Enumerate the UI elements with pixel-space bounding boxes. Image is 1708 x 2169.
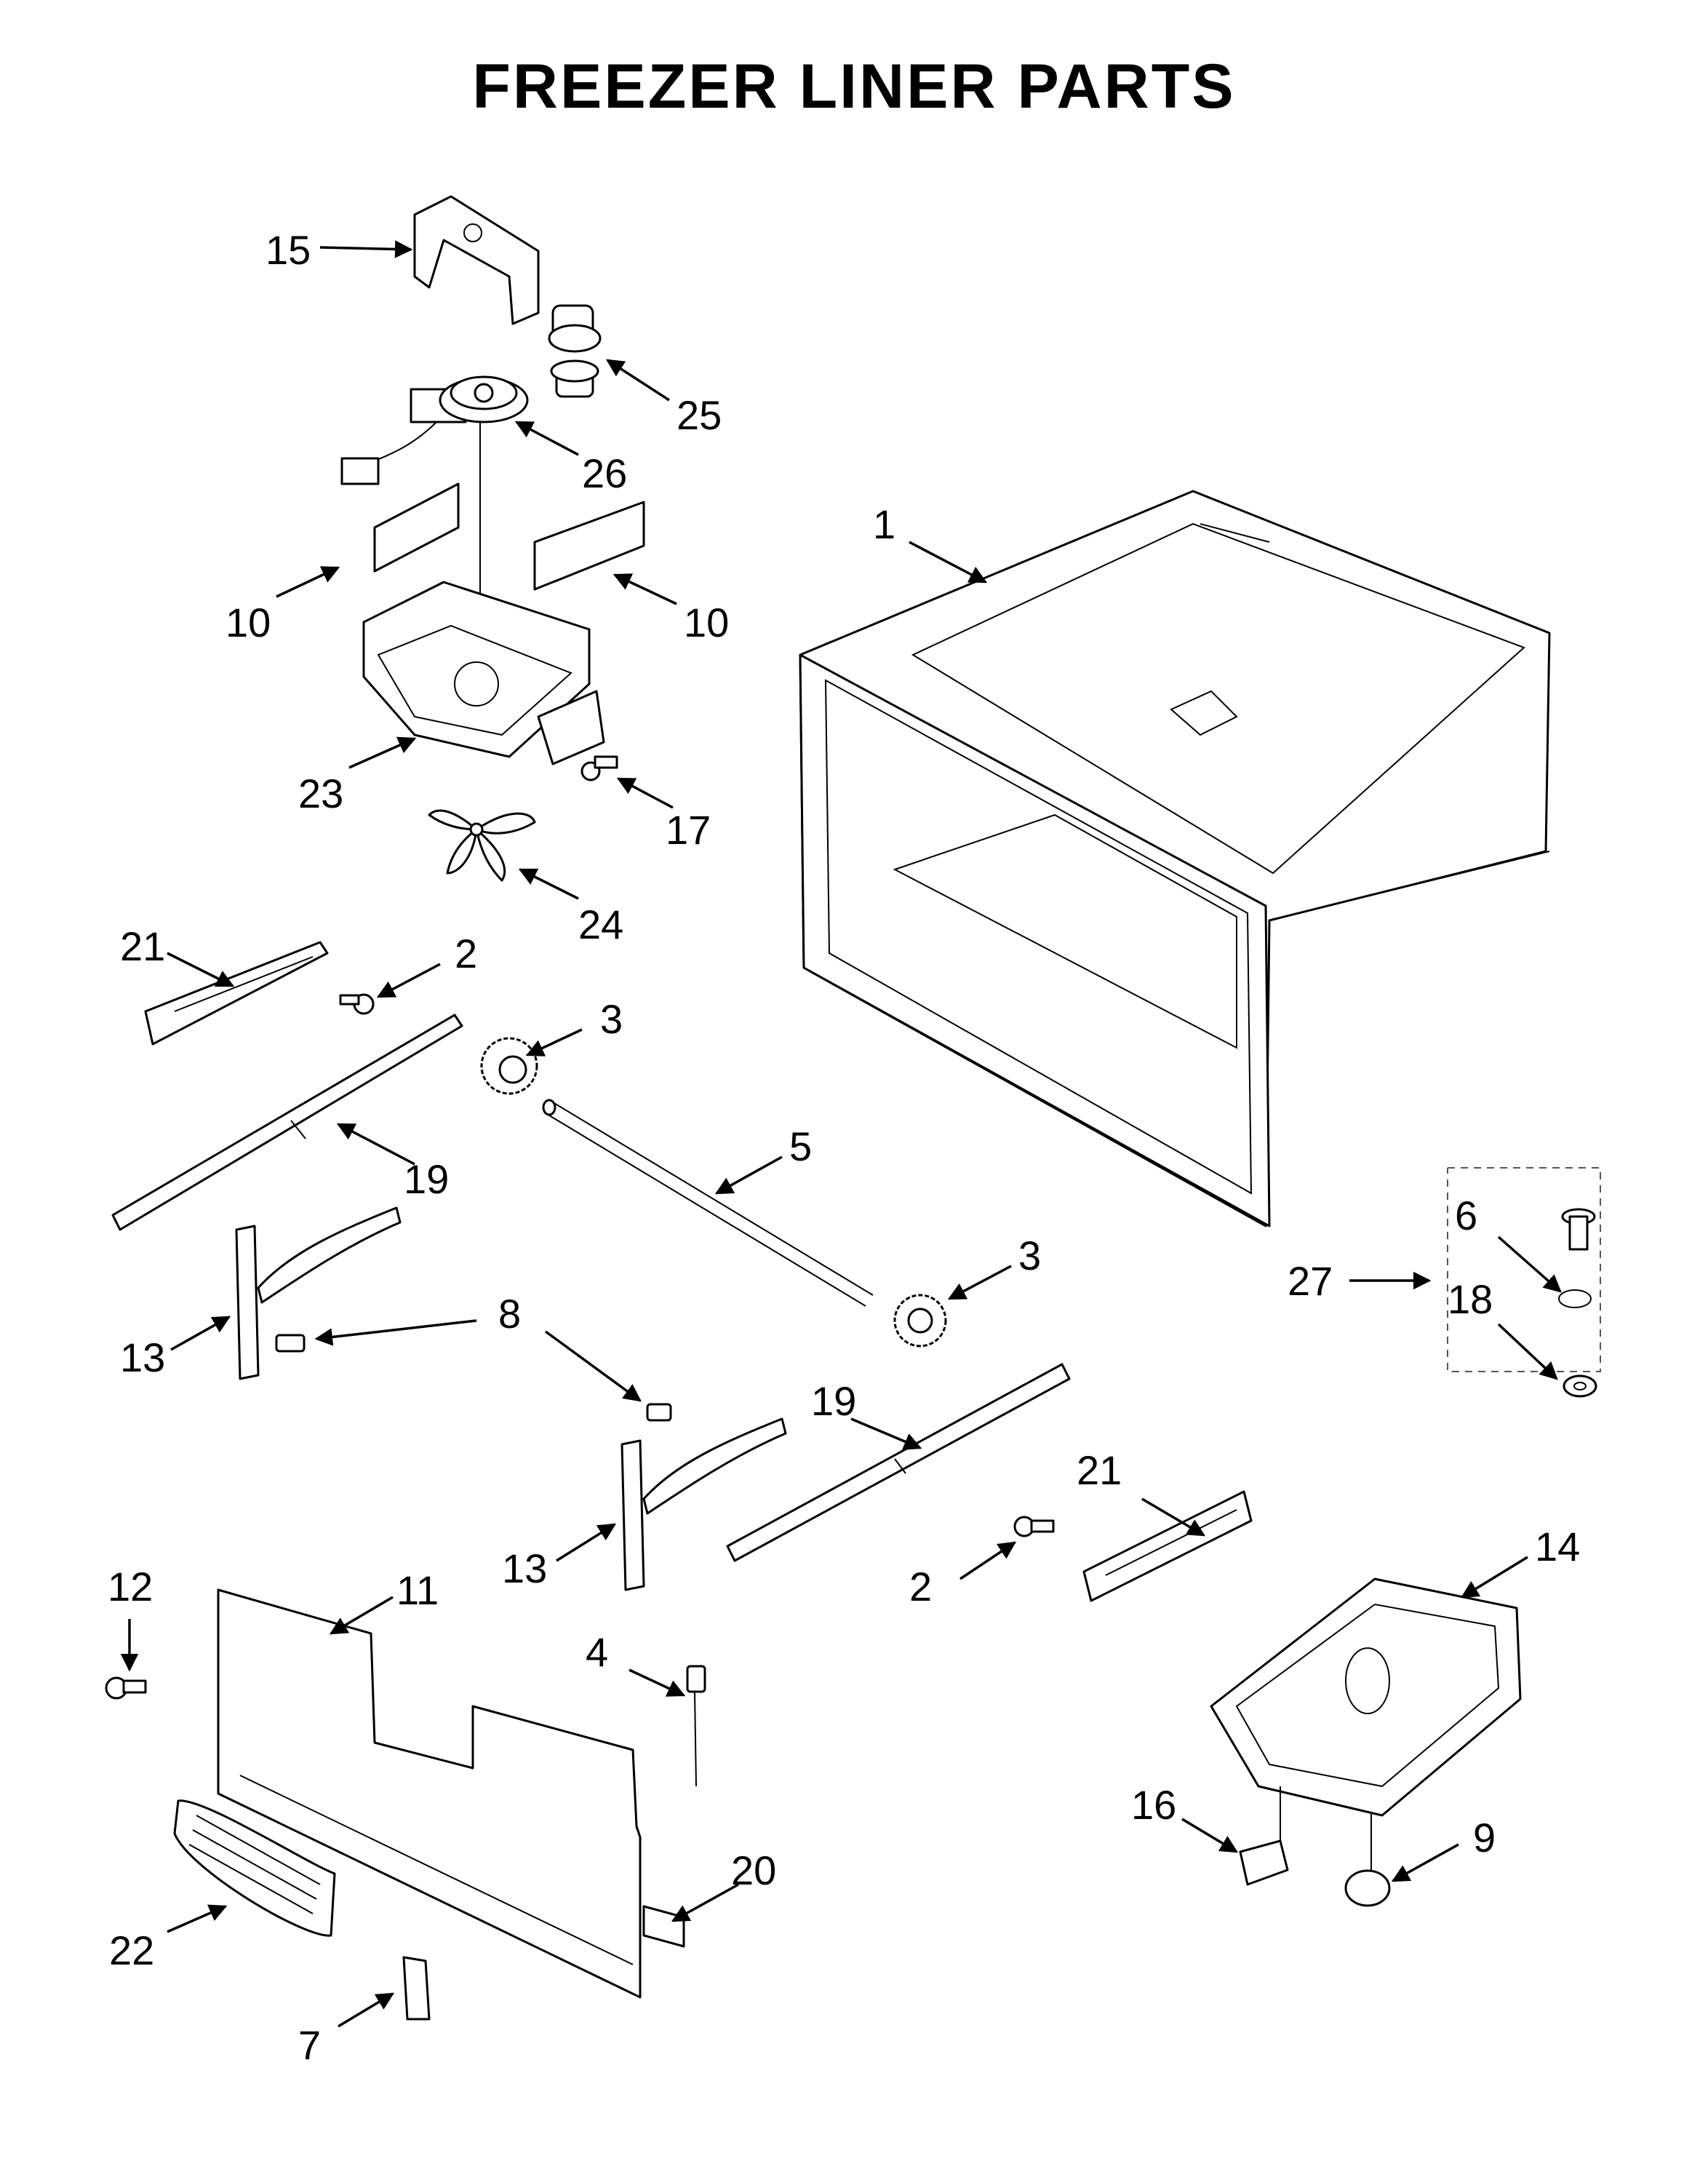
- housing-part-14: [1210, 1577, 1522, 1817]
- callout-10-right: 10: [684, 600, 729, 645]
- callout-3-lower: 3: [1018, 1233, 1041, 1278]
- callout-21-right: 21: [1077, 1447, 1122, 1493]
- fan-motor-part-26: [340, 375, 529, 611]
- foam-pad-part-10-left: [373, 482, 460, 573]
- callout-7: 7: [298, 2022, 321, 2068]
- plug-part-6: [1561, 1208, 1596, 1251]
- sensor-part-4: [686, 1665, 706, 1787]
- callout-18: 18: [1448, 1276, 1493, 1322]
- washer-part-18: [1563, 1374, 1597, 1398]
- damper-part-25: [548, 304, 602, 398]
- callout-20: 20: [731, 1847, 776, 1893]
- callout-3-upper: 3: [600, 996, 623, 1042]
- slide-part-21-right: [1082, 1490, 1253, 1602]
- strip-part-20: [642, 1905, 685, 1948]
- callout-2-right: 2: [909, 1564, 932, 1609]
- bracket-part-15: [413, 195, 540, 325]
- gear-part-3-upper: [480, 1037, 538, 1095]
- callout-19-right: 19: [811, 1378, 856, 1424]
- callout-5: 5: [789, 1123, 812, 1169]
- clip-part-7: [402, 1956, 431, 2021]
- callout-6: 6: [1455, 1193, 1477, 1238]
- callout-25: 25: [677, 392, 722, 438]
- support-bracket-part-13-left: [235, 1206, 402, 1380]
- callout-14: 14: [1535, 1524, 1580, 1569]
- callout-27: 27: [1288, 1258, 1333, 1304]
- freezer-liner-part-1: [799, 490, 1551, 1227]
- screw-part-2-left: [339, 993, 375, 1015]
- rail-part-19-left: [111, 1014, 463, 1231]
- callout-12: 12: [108, 1564, 153, 1609]
- callout-13-left: 13: [120, 1334, 165, 1380]
- callout-9: 9: [1473, 1815, 1496, 1860]
- pin-part-8-left: [275, 1334, 306, 1353]
- leader-lines: [120, 240, 1562, 2028]
- callout-15: 15: [266, 227, 311, 273]
- callout-26: 26: [582, 450, 627, 496]
- kit-part-27-group: [1447, 1167, 1601, 1398]
- o-ring-part-6-ring: [1558, 1289, 1592, 1308]
- callout-21-left: 21: [120, 923, 165, 969]
- screw-part-2-right: [1013, 1516, 1055, 1537]
- callout-13-right: 13: [502, 1545, 547, 1591]
- callout-2-left: 2: [455, 931, 477, 976]
- support-bracket-part-13-right: [620, 1417, 787, 1591]
- callout-8: 8: [498, 1291, 521, 1337]
- fan-housing-part-23: [362, 581, 605, 765]
- grille-part-22: [173, 1799, 336, 1937]
- callout-24: 24: [578, 902, 623, 947]
- rail-part-19-right: [726, 1363, 1071, 1562]
- callout-10-left: 10: [226, 600, 271, 645]
- gear-part-3-lower: [893, 1294, 947, 1348]
- callout-23: 23: [298, 771, 343, 816]
- panel-part-11: [217, 1588, 642, 1999]
- page-title: FREEZER LINER PARTS: [472, 52, 1236, 122]
- foam-pad-part-10-right: [533, 501, 645, 591]
- fan-blade-part-24: [428, 809, 536, 882]
- callout-22: 22: [109, 1927, 154, 1973]
- callout-11: 11: [396, 1567, 439, 1613]
- callout-17: 17: [666, 807, 711, 853]
- rod-part-5: [542, 1099, 874, 1307]
- screw-part-12: [105, 1676, 147, 1700]
- slide-part-21-left: [144, 941, 329, 1046]
- callout-4: 4: [586, 1629, 608, 1675]
- knob-part-9: [1344, 1812, 1391, 1907]
- callout-1: 1: [873, 501, 895, 547]
- callout-16: 16: [1131, 1782, 1176, 1828]
- pin-part-8-right: [646, 1403, 672, 1422]
- screw-part-17: [580, 755, 618, 781]
- callout-labels: 15 25 26 1 10 10 23 17 24 21 2 3 19 5 3 …: [108, 227, 1580, 2068]
- switch-part-16: [1239, 1786, 1289, 1886]
- callout-19-left: 19: [404, 1156, 449, 1202]
